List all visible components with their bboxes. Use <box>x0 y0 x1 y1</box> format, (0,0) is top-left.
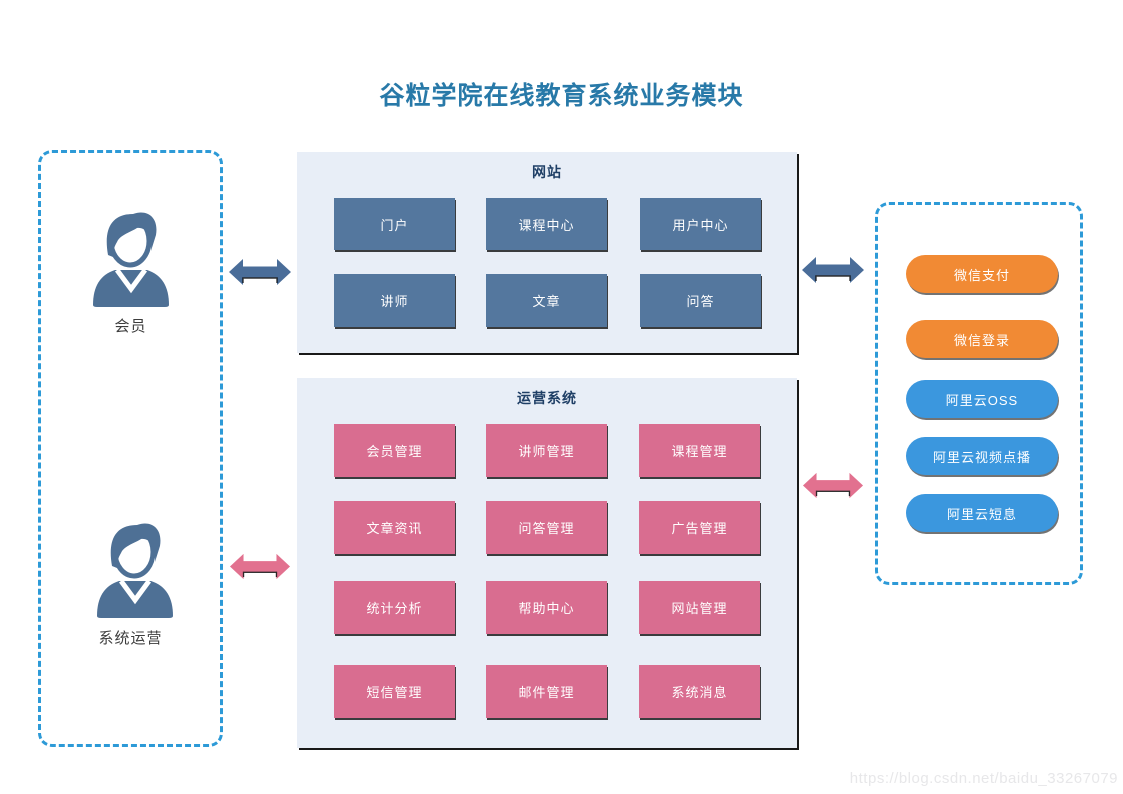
module-portal: 门户 <box>334 198 455 250</box>
watermark: https://blog.csdn.net/baidu_33267079 <box>849 770 1118 787</box>
service-pill-aliyun-sms: 阿里云短息 <box>906 494 1058 532</box>
module-article: 文章 <box>486 274 607 327</box>
website-panel-title: 网站 <box>532 164 562 180</box>
module-qa: 问答 <box>640 274 761 327</box>
module-mail-mgmt: 邮件管理 <box>486 665 607 718</box>
operator-person-icon <box>97 523 173 618</box>
actors-panel: 会员 系统运营 <box>38 150 223 747</box>
module-site-mgmt: 网站管理 <box>639 581 760 634</box>
website-services-double-arrow-icon <box>802 257 864 283</box>
operator-actor-label: 系统运营 <box>98 630 163 647</box>
module-course-center: 课程中心 <box>486 198 607 250</box>
page-title: 谷粒学院在线教育系统业务模块 <box>379 82 744 110</box>
operations-panel: 运营系统 会员管理 讲师管理 课程管理 文章资讯 问答管理 广告管理 统计分析 … <box>297 378 797 748</box>
module-sms-mgmt: 短信管理 <box>334 665 455 718</box>
member-actor-label: 会员 <box>114 318 147 335</box>
module-help-center: 帮助中心 <box>486 581 607 634</box>
module-qa-mgmt: 问答管理 <box>486 501 607 554</box>
module-lecturer: 讲师 <box>334 274 455 327</box>
module-course-mgmt: 课程管理 <box>639 424 760 477</box>
module-lecturer-mgmt: 讲师管理 <box>486 424 607 477</box>
module-article-news: 文章资讯 <box>334 501 455 554</box>
module-statistics: 统计分析 <box>334 581 455 634</box>
operator-operations-double-arrow-icon <box>229 553 291 580</box>
external-services-panel: 微信支付 微信登录 阿里云OSS 阿里云视频点播 阿里云短息 <box>875 202 1083 585</box>
service-pill-aliyun-vod: 阿里云视频点播 <box>906 437 1058 475</box>
module-member-mgmt: 会员管理 <box>334 424 455 477</box>
operations-panel-title: 运营系统 <box>517 390 577 406</box>
member-person-icon <box>93 212 169 307</box>
service-pill-aliyun-oss: 阿里云OSS <box>906 380 1058 418</box>
member-website-double-arrow-icon <box>229 259 291 285</box>
operations-services-double-arrow-icon <box>802 472 864 499</box>
module-user-center: 用户中心 <box>640 198 761 250</box>
service-pill-wechat-login: 微信登录 <box>906 320 1058 358</box>
module-ad-mgmt: 广告管理 <box>639 501 760 554</box>
module-sys-message: 系统消息 <box>639 665 760 718</box>
service-pill-wechat-pay: 微信支付 <box>906 255 1058 293</box>
website-panel: 网站 门户 课程中心 用户中心 讲师 文章 问答 <box>297 152 797 353</box>
